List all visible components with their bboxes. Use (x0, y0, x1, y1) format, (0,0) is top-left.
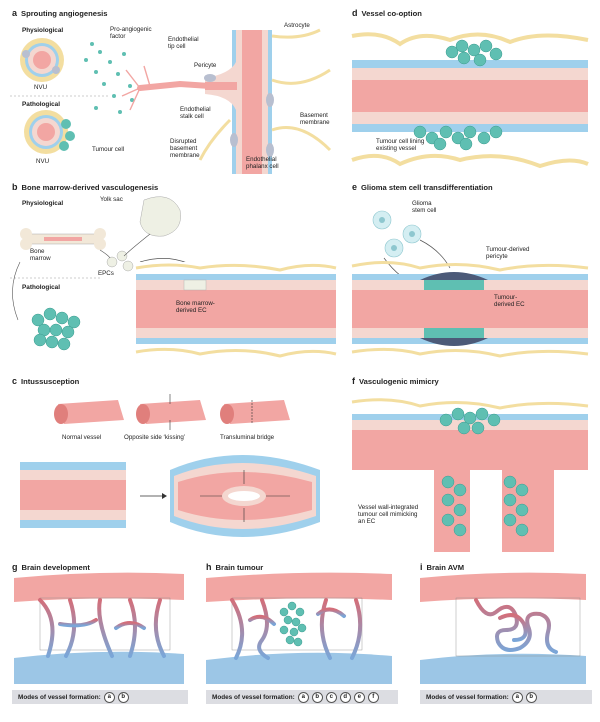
pathological-label: Pathological (22, 101, 60, 108)
mode-chip-a: a (511, 691, 523, 703)
modes-bar-i: Modes of vessel formation: a b (420, 690, 592, 704)
basement-membrane-label: Basement membrane (300, 112, 330, 127)
mode-chip-c: c (325, 691, 337, 703)
mode-chip-f: f (367, 691, 379, 703)
disrupted-membrane-label: Disrupted basement membrane (170, 138, 200, 160)
tumour-derived-ec-label: Tumour- derived EC (494, 294, 525, 309)
tumour-cell-label-a: Tumour cell (92, 146, 125, 153)
endothelial-tip-label: Endothelial tip cell (168, 36, 199, 51)
tumour-derived-pericyte-label: Tumour-derived pericyte (486, 246, 530, 261)
mode-chip-e: e (353, 691, 365, 703)
physiological-label: Physiological (22, 27, 64, 34)
pathological-label-b: Pathological (22, 284, 60, 291)
vessel-wall-tumour-label: Vessel wall-integrated tumour cell mimic… (358, 504, 419, 526)
bone-marrow-label: Bone marrow (30, 248, 51, 263)
pro-angiogenic-label: Pro-angiogenic factor (110, 26, 152, 41)
opposite-kissing-label: Opposite side ‘kissing’ (124, 434, 186, 441)
nvu-label-1: NVU (34, 84, 48, 91)
mode-chip-b: b (311, 691, 323, 703)
pericyte-label-a: Pericyte (194, 62, 217, 69)
nvu-label-2: NVU (36, 158, 50, 165)
mode-chip-b: b (525, 691, 537, 703)
mode-chip-d: d (339, 691, 351, 703)
mode-chip-a: a (297, 691, 309, 703)
modes-label-i: Modes of vessel formation: (426, 693, 509, 701)
modes-label-g: Modes of vessel formation: (18, 693, 101, 701)
transluminal-bridge-label: Transluminal bridge (220, 434, 275, 441)
epcs-label: EPCs (98, 270, 114, 277)
endothelial-stalk-label: Endothelial stalk cell (180, 106, 211, 121)
glioma-stem-cell-label: Glioma stem cell (412, 200, 437, 215)
physiological-label-b: Physiological (22, 200, 64, 207)
mode-chip-a: a (103, 691, 115, 703)
modes-bar-h: Modes of vessel formation: a b c d e f (206, 690, 398, 704)
yolk-sac-label: Yolk sac (100, 196, 123, 203)
normal-vessel-label: Normal vessel (62, 434, 102, 441)
astrocyte-label: Astrocyte (284, 22, 310, 29)
modes-bar-g: Modes of vessel formation: a b (12, 690, 188, 704)
mode-chip-b: b (117, 691, 129, 703)
bm-derived-ec-label: Bone marrow- derived EC (176, 300, 215, 315)
endothelial-phalanx-label: Endothelial phalanx cell (246, 156, 279, 171)
modes-label-h: Modes of vessel formation: (212, 693, 295, 701)
tumour-lining-label: Tumour cell lining existing vessel (376, 138, 425, 153)
